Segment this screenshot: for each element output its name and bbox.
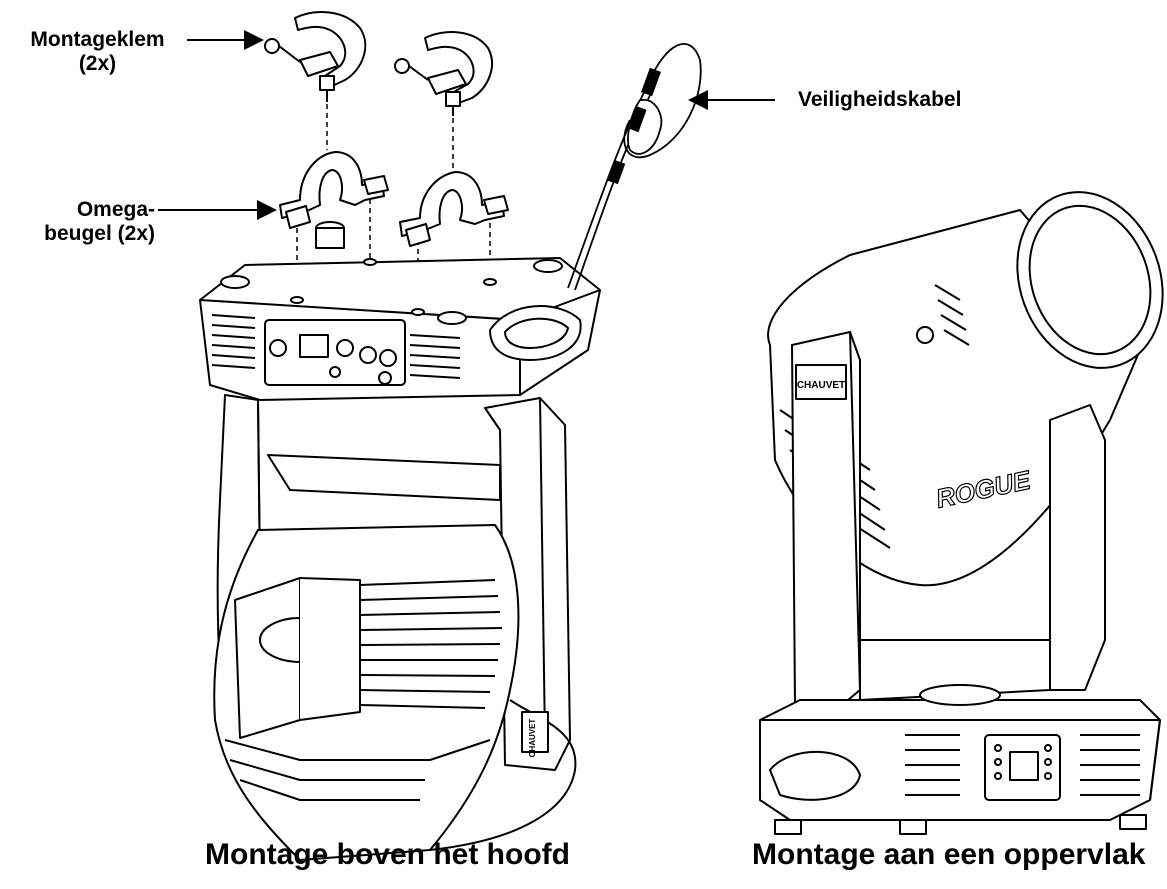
callout-arrows — [158, 30, 775, 220]
brand-logo-right: CHAUVET — [797, 380, 845, 391]
surface-fixture — [759, 191, 1164, 835]
brand-logo-left: CHAUVET — [528, 719, 537, 758]
fixture-base — [199, 221, 601, 401]
label-safety-cable: Veiligheidskabel — [798, 88, 962, 111]
omega-bracket-1 — [279, 151, 389, 229]
label-omega-bracket: Omega- beugel (2x) — [10, 198, 155, 246]
caption-overhead: Montage boven het hoofd — [205, 838, 570, 871]
label-mounting-clamp-line1: Montageklem — [30, 28, 165, 51]
logo-badge-left — [521, 711, 549, 753]
fixture-head — [213, 524, 520, 861]
logo-badge-right — [795, 364, 847, 400]
safety-cable — [567, 43, 702, 291]
omega-bracket-2 — [399, 171, 509, 247]
label-mounting-clamp: Montageklem (2x) — [10, 28, 185, 76]
label-omega-bracket-line2: beugel (2x) — [44, 222, 155, 245]
label-omega-bracket-line1: Omega- — [76, 198, 155, 221]
overhead-fixture — [199, 11, 601, 861]
caption-surface: Montage aan een oppervlak — [752, 838, 1146, 871]
mounting-clamp-1 — [264, 11, 367, 102]
mounting-clamp-2 — [394, 31, 493, 116]
label-mounting-clamp-line2: (2x) — [78, 52, 117, 75]
